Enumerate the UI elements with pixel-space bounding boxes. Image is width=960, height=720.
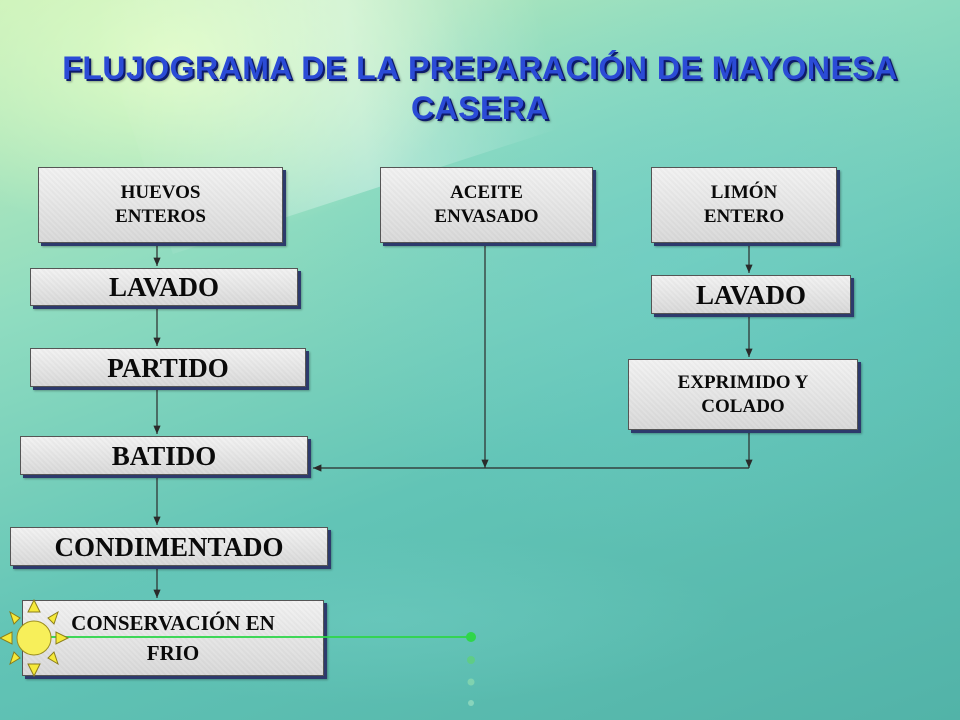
page-title: FLUJOGRAMA DE LA PREPARACIÓN DE MAYONESA… (62, 50, 898, 126)
node-label: LAVADO (108, 272, 220, 302)
node-huevos-enteros: HUEVOS ENTEROS (38, 167, 283, 243)
node-lavado-limon: LAVADO (651, 275, 851, 314)
node-label: CONDIMENTADO (54, 531, 284, 562)
node-partido: PARTIDO (30, 348, 306, 387)
node-label: PARTIDO (107, 352, 229, 383)
node-lavado-huevos: LAVADO (30, 268, 298, 306)
node-label: EXPRIMIDO Y COLADO (677, 371, 809, 417)
node-batido: BATIDO (20, 436, 308, 475)
node-label: LAVADO (695, 279, 807, 310)
sun-icon (0, 598, 70, 678)
node-label: LIMÓN ENTERO (703, 182, 785, 227)
node-label: ACEITE ENVASADO (434, 182, 539, 227)
node-exprimido-y-colado: EXPRIMIDO Y COLADO (628, 359, 858, 430)
node-aceite-envasado: ACEITE ENVASADO (380, 167, 593, 243)
node-label: HUEVOS ENTEROS (115, 182, 206, 227)
node-label: CONSERVACIÓN EN FRIO (71, 611, 275, 665)
node-label: BATIDO (111, 440, 217, 471)
node-condimentado: CONDIMENTADO (10, 527, 328, 566)
node-limon-entero: LIMÓN ENTERO (651, 167, 837, 243)
